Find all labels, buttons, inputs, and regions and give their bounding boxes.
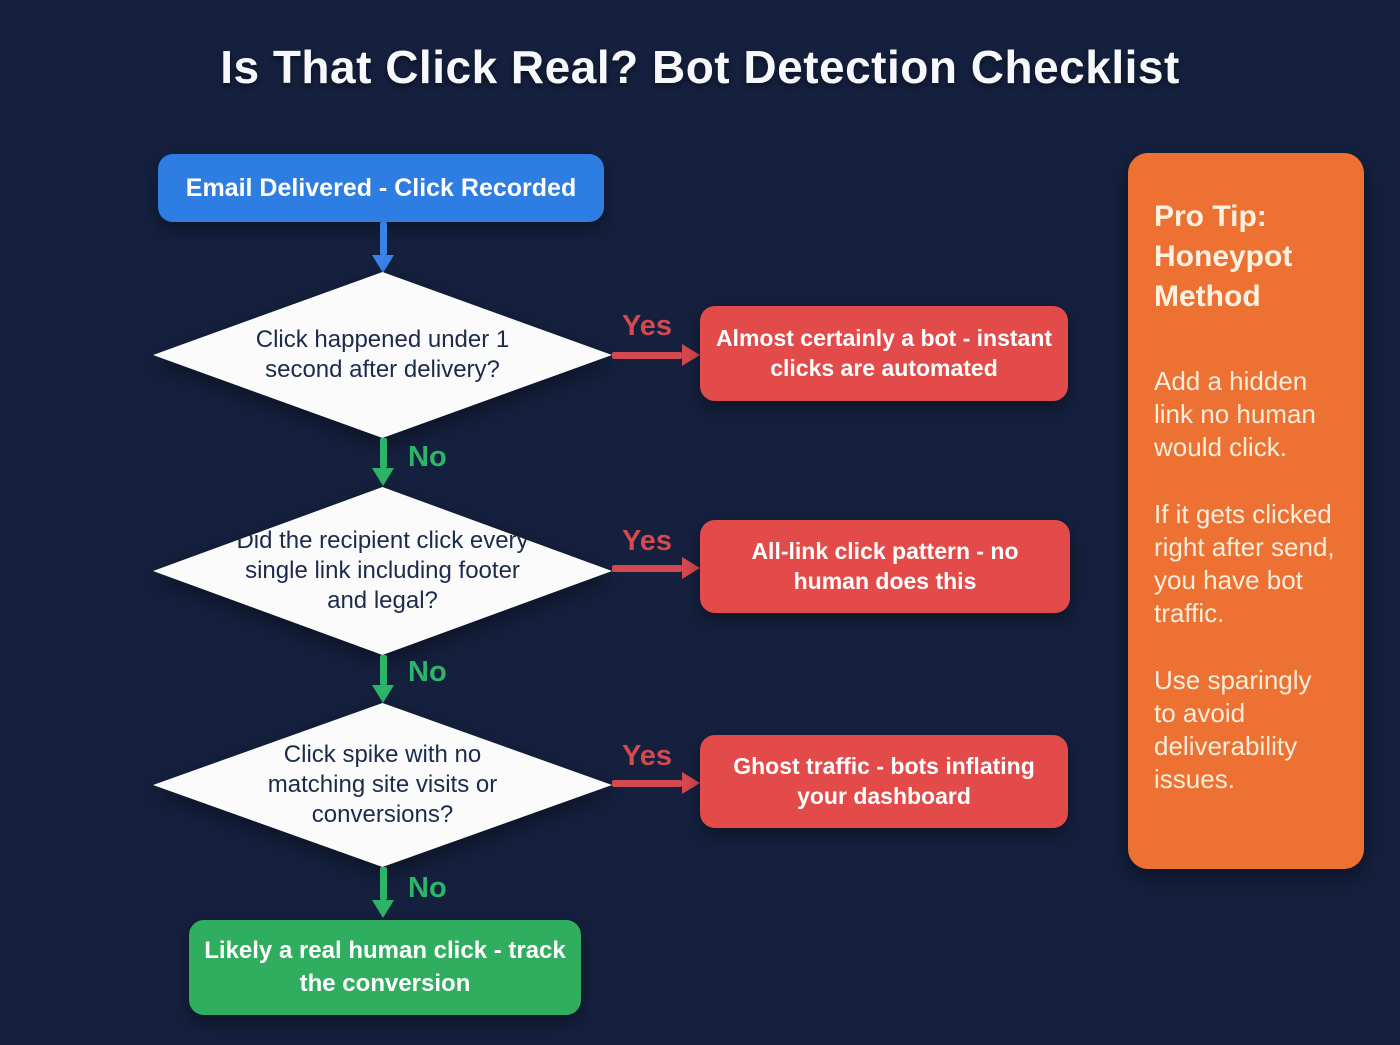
yes-label-1: Yes — [622, 310, 672, 342]
pro-tip-paragraph: Add a hidden link no human would click. — [1154, 365, 1316, 462]
arrow-head — [682, 772, 700, 794]
yes-label-3: Yes — [622, 740, 672, 772]
diamond-shape: Click spike with no matching site visits… — [153, 703, 612, 867]
arrow-stem — [379, 222, 387, 255]
end-node: Likely a real human click - track the co… — [189, 920, 581, 1015]
arrow-stem — [379, 655, 387, 685]
pro-tip-paragraph: If it gets clicked right after send, you… — [1154, 498, 1335, 628]
pro-tip-paragraph: Use sparingly to avoid deliverability is… — [1154, 664, 1312, 794]
pro-tip-heading: Pro Tip: Honeypot Method — [1154, 200, 1293, 313]
diamond-shape: Did the recipient click every single lin… — [153, 487, 612, 655]
pro-tip-panel: Pro Tip: Honeypot Method Add a hidden li… — [1128, 153, 1364, 869]
diamond-shape: Click happened under 1 second after deli… — [153, 272, 612, 438]
decision-question: Click happened under 1 second after deli… — [255, 326, 510, 383]
no-label-3: No — [408, 872, 447, 904]
arrow-stem — [612, 351, 682, 359]
arrow-stem — [379, 867, 387, 900]
arrow-head — [682, 557, 700, 579]
arrow-stem — [612, 564, 682, 572]
arrow-yes-3-icon — [612, 772, 700, 794]
start-node: Email Delivered - Click Recorded — [158, 154, 604, 222]
arrow-yes-2-icon — [612, 557, 700, 579]
page-title: Is That Click Real? Bot Detection Checkl… — [220, 41, 1180, 93]
yes-label-2: Yes — [622, 525, 672, 557]
arrow-no-1-icon — [372, 438, 394, 486]
no-label-1: No — [408, 441, 447, 473]
arrow-stem — [379, 438, 387, 468]
arrow-stem — [612, 779, 682, 787]
result-node-3: Ghost traffic - bots inflating your dash… — [700, 735, 1068, 828]
arrow-head — [372, 255, 394, 273]
arrow-no-2-icon — [372, 655, 394, 703]
arrow-head — [372, 468, 394, 486]
no-label-2: No — [408, 656, 447, 688]
arrow-head — [682, 344, 700, 366]
decision-question: Did the recipient click every single lin… — [236, 527, 529, 614]
decision-diamond-3: Click spike with no matching site visits… — [153, 703, 612, 867]
result-node-2: All-link click pattern - no human does t… — [700, 520, 1070, 613]
decision-diamond-2: Did the recipient click every single lin… — [153, 487, 612, 655]
decision-question: Click spike with no matching site visits… — [267, 741, 498, 828]
arrow-no-3-icon — [372, 867, 394, 918]
result-node-1: Almost certainly a bot - instant clicks … — [700, 306, 1068, 401]
arrow-down-start-icon — [372, 222, 394, 273]
arrow-head — [372, 900, 394, 918]
arrow-yes-1-icon — [612, 344, 700, 366]
arrow-head — [372, 685, 394, 703]
decision-diamond-1: Click happened under 1 second after deli… — [153, 272, 612, 438]
